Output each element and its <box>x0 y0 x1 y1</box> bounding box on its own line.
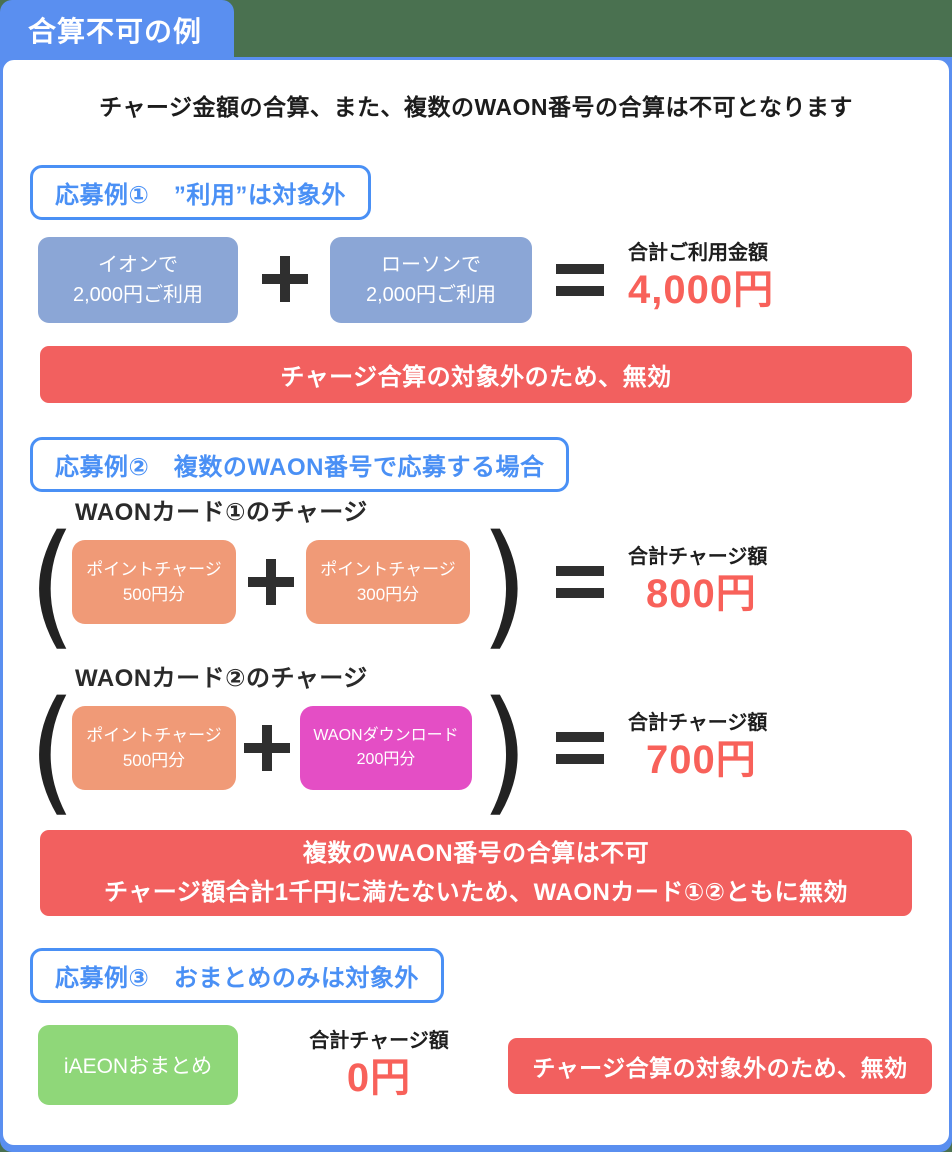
equals-icon <box>556 566 604 598</box>
open-paren: ( <box>28 506 77 663</box>
page-title: 合算不可の例 <box>28 16 203 47</box>
plus-icon <box>236 540 306 624</box>
example2-card2-item1-line2: 500円分 <box>122 751 186 770</box>
example2-card1-item1-line1: ポイントチャージ <box>86 559 222 579</box>
example1-banner-text: チャージ合算の対象外のため、無効 <box>280 364 672 391</box>
example1-item1-box: イオンで 2,000円ご利用 <box>38 237 238 323</box>
close-paren: ) <box>480 672 529 829</box>
example2-card1-heading: WAONカード①のチャージ <box>75 499 368 526</box>
example2-banner-line2: チャージ額合計1千円に満たないため、WAONカード①②ともに無効 <box>104 879 848 906</box>
plus-icon <box>240 237 330 321</box>
example2-card1-item1-box: ポイントチャージ 500円分 <box>72 540 236 624</box>
example3-item-box: iAEONおまとめ <box>38 1025 238 1105</box>
example2-card2-item2-box: WAONダウンロード 200円分 <box>300 706 472 790</box>
example1-label: 応募例① ”利用”は対象外 <box>30 165 371 220</box>
example2-card1-item2-box: ポイントチャージ 300円分 <box>306 540 470 624</box>
close-paren: ) <box>480 506 529 663</box>
example2-banner-line1: 複数のWAON番号の合算は不可 <box>302 840 650 867</box>
equals-icon <box>556 732 604 764</box>
example2-card1-total-label: 合計チャージ額 <box>628 546 768 568</box>
example1-item2-line2: 2,000円ご利用 <box>365 284 497 306</box>
example2-card2-total-label: 合計チャージ額 <box>628 712 768 734</box>
example2-label: 応募例② 複数のWAON番号で応募する場合 <box>30 437 570 492</box>
example2-card2-item1-line1: ポイントチャージ <box>86 725 222 745</box>
open-paren: ( <box>28 672 77 829</box>
example1-item1-line1: イオンで <box>98 254 178 276</box>
example2-invalid-banner: 複数のWAON番号の合算は不可 チャージ額合計1千円に満たないため、WAONカー… <box>40 830 912 916</box>
example1-item1-line2: 2,000円ご利用 <box>72 284 204 306</box>
example1-invalid-banner: チャージ合算の対象外のため、無効 <box>40 346 912 403</box>
example2-card1-total-value: 800円 <box>646 572 757 616</box>
example3-invalid-banner: チャージ合算の対象外のため、無効 <box>508 1038 932 1094</box>
example3-item-text: iAEONおまとめ <box>63 1055 213 1078</box>
example2-card2-heading: WAONカード②のチャージ <box>75 665 368 692</box>
example2-card2-item2-line2: 200円分 <box>356 751 416 768</box>
example3-label: 応募例③ おまとめのみは対象外 <box>30 948 444 1003</box>
example2-card2-total-value: 700円 <box>646 738 757 782</box>
equals-icon <box>556 264 604 296</box>
example1-item2-box: ローソンで 2,000円ご利用 <box>330 237 532 323</box>
example2-card1-item1-line2: 500円分 <box>122 585 186 604</box>
example2-card1-total: 合計チャージ額 800円 <box>628 544 767 617</box>
intro-statement: チャージ金額の合算、また、複数のWAON番号の合算は不可となります <box>99 94 853 120</box>
example3-banner-text: チャージ合算の対象外のため、無効 <box>532 1055 908 1081</box>
example1-total-label: 合計ご利用金額 <box>628 242 768 264</box>
example3-total: 合計チャージ額 0円 <box>300 1028 458 1101</box>
example2-card1-item2-line1: ポイントチャージ <box>320 559 456 579</box>
example3-total-value: 0円 <box>346 1056 412 1100</box>
plus-icon <box>234 706 300 790</box>
page-title-tab: 合算不可の例 <box>0 0 235 60</box>
example3-total-label: 合計チャージ額 <box>309 1030 449 1052</box>
example2-card1-item2-line2: 300円分 <box>356 585 420 604</box>
example1-total-value: 4,000円 <box>628 268 775 312</box>
example2-card2-item1-box: ポイントチャージ 500円分 <box>72 706 236 790</box>
example2-card2-item2-line1: WAONダウンロード <box>313 727 459 744</box>
example2-card2-total: 合計チャージ額 700円 <box>628 710 767 783</box>
example1-total: 合計ご利用金額 4,000円 <box>628 240 774 313</box>
example1-item2-line1: ローソンで <box>381 254 481 276</box>
